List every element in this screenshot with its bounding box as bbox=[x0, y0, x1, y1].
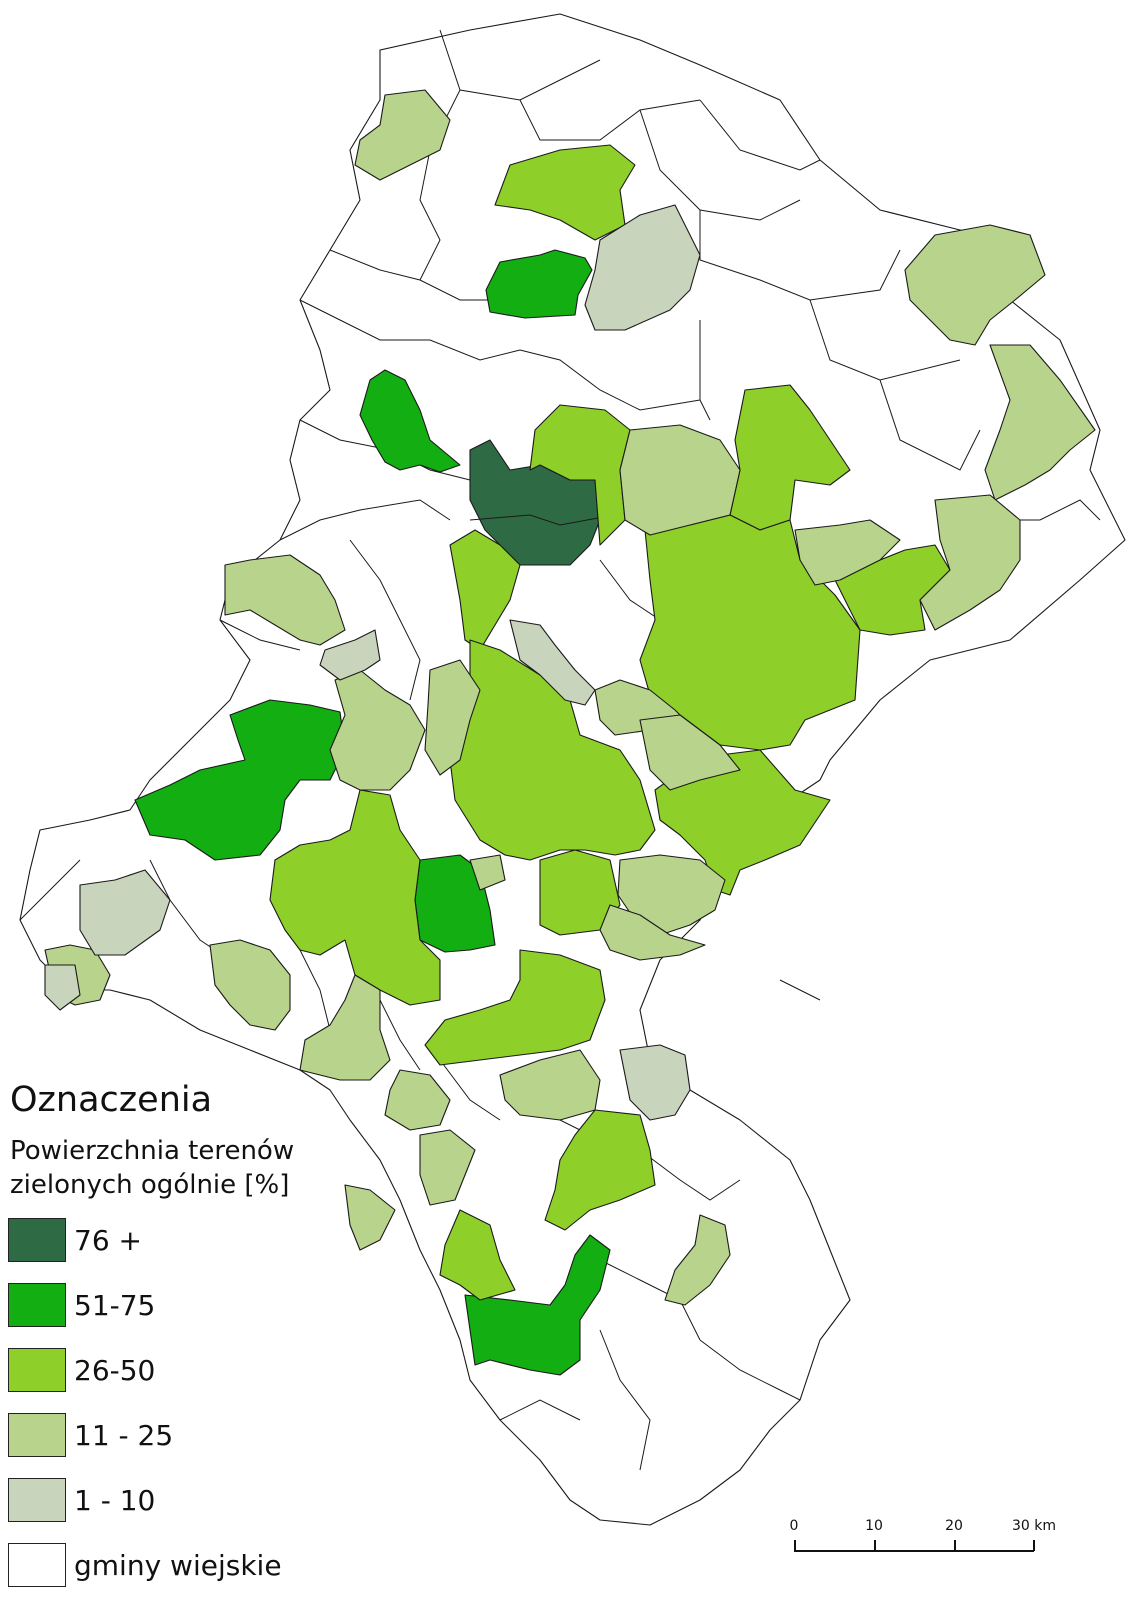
scale-line bbox=[794, 1550, 1034, 1552]
map-legend: Oznaczenia Powierzchnia terenów zielonyc… bbox=[8, 1080, 338, 1606]
region-1-10-e bbox=[619, 1044, 691, 1121]
legend-swatch bbox=[8, 1478, 66, 1522]
region-11-25-i bbox=[424, 659, 481, 776]
region-11-25-h bbox=[329, 669, 426, 791]
region-26-50-b bbox=[529, 404, 631, 546]
legend-swatch bbox=[8, 1283, 66, 1327]
legend-label: 76 + bbox=[74, 1223, 142, 1257]
scale-label-10: 10 bbox=[865, 1518, 883, 1534]
region-11-25-s bbox=[419, 1129, 476, 1206]
legend-subtitle-line1: Powierzchnia terenów bbox=[10, 1136, 295, 1166]
region-11-25-k bbox=[639, 714, 741, 791]
region-26-50-e bbox=[639, 514, 861, 751]
region-51-75-c bbox=[134, 699, 346, 861]
legend-subtitle-line2: zielonych ogólnie [%] bbox=[10, 1170, 290, 1200]
scale-label-30: 30 km bbox=[1011, 1518, 1057, 1534]
legend-item-51-75: 51-75 bbox=[8, 1281, 338, 1329]
region-11-25-d bbox=[619, 424, 741, 536]
region-1-10-a bbox=[584, 204, 701, 331]
region-26-50-m bbox=[439, 1209, 516, 1301]
legend-item-26-50: 26-50 bbox=[8, 1346, 338, 1394]
region-11-25-a bbox=[354, 89, 451, 181]
region-51-75-a bbox=[485, 249, 593, 319]
region-11-25-r bbox=[384, 1069, 451, 1131]
region-11-25-g bbox=[224, 554, 346, 646]
region-51-75-b bbox=[359, 369, 461, 473]
legend-item-76plus: 76 + bbox=[8, 1216, 338, 1264]
region-76plus bbox=[469, 439, 601, 566]
region-11-25-b bbox=[904, 224, 1046, 346]
legend-item-11-25: 11 - 25 bbox=[8, 1411, 338, 1459]
legend-subtitle: Powierzchnia terenów zielonych ogólnie [… bbox=[10, 1134, 338, 1202]
region-76plus-boundary bbox=[469, 514, 599, 526]
legend-label: 11 - 25 bbox=[74, 1418, 174, 1452]
region-51-75-e bbox=[464, 1234, 611, 1376]
legend-label: 51-75 bbox=[74, 1288, 156, 1322]
region-11-25-e bbox=[919, 494, 1021, 631]
scale-tick bbox=[1033, 1540, 1035, 1551]
legend-swatch bbox=[8, 1413, 66, 1457]
region-11-25-n bbox=[599, 904, 706, 961]
scale-label-0: 0 bbox=[789, 1518, 799, 1534]
region-11-25-t bbox=[344, 1184, 396, 1251]
legend-title: Oznaczenia bbox=[10, 1080, 213, 1120]
scale-bar: 0 10 20 30 km bbox=[780, 1518, 1056, 1568]
region-11-25-f bbox=[794, 519, 901, 586]
region-26-50-h bbox=[654, 749, 831, 896]
scale-label-20: 20 bbox=[945, 1518, 963, 1534]
region-11-25-q bbox=[499, 1049, 601, 1121]
region-11-25-p bbox=[299, 974, 391, 1081]
region-1-10-f bbox=[44, 964, 81, 1011]
region-1-10-b bbox=[319, 629, 381, 681]
legend-item-gminy-wiejskie: gminy wiejskie bbox=[8, 1541, 338, 1589]
region-1-10-c bbox=[509, 619, 596, 706]
legend-swatch bbox=[8, 1348, 66, 1392]
region-11-25-c bbox=[984, 344, 1096, 501]
region-11-25-m bbox=[617, 854, 726, 936]
region-11-25-o bbox=[209, 939, 291, 1031]
region-11-25-u bbox=[664, 1214, 731, 1306]
region-26-50-d bbox=[449, 529, 521, 651]
scale-tick bbox=[954, 1540, 956, 1551]
region-26-50-k bbox=[424, 949, 606, 1066]
scale-tick bbox=[874, 1540, 876, 1551]
region-1-10-d bbox=[79, 869, 171, 956]
legend-label: gminy wiejskie bbox=[74, 1548, 282, 1582]
legend-swatch bbox=[8, 1543, 66, 1587]
region-26-50-l bbox=[544, 1109, 656, 1231]
scale-tick bbox=[794, 1540, 796, 1551]
legend-swatch bbox=[8, 1218, 66, 1262]
region-11-25-l bbox=[469, 854, 506, 891]
legend-label: 1 - 10 bbox=[74, 1483, 156, 1517]
legend-item-1-10: 1 - 10 bbox=[8, 1476, 338, 1524]
legend-label: 26-50 bbox=[74, 1353, 156, 1387]
